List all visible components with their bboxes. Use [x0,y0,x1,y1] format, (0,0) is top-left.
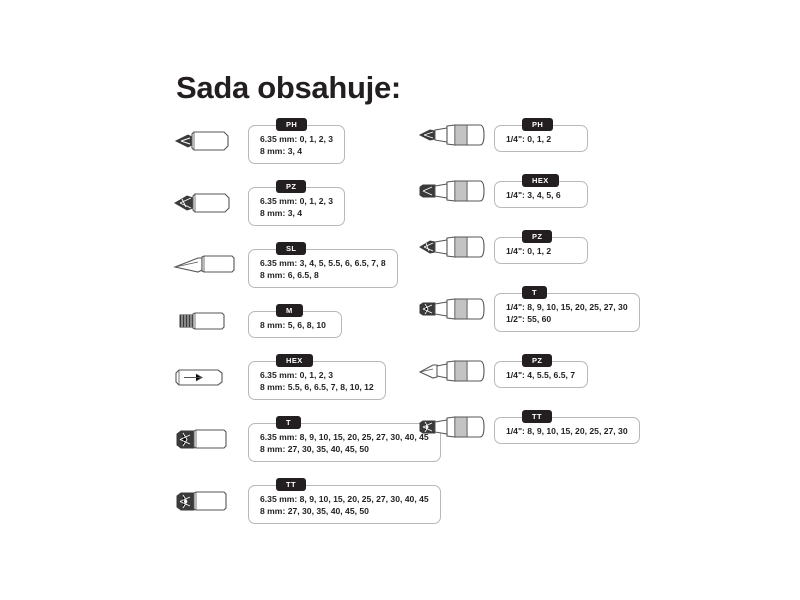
spec-box-wrapper: PZ 1/4": 4, 5.5, 6.5, 7 [494,354,588,388]
spec-line: 8 mm: 3, 4 [260,208,303,218]
status-badge: TT [276,478,306,491]
torx-socket-bit-icon [418,292,490,326]
spec-line: 6.35 mm: 0, 1, 2, 3 [260,196,334,206]
status-badge: HEX [276,354,313,367]
spec-line: 8 mm: 5.5, 6, 6.5, 7, 8, 10, 12 [260,382,374,392]
torx-tamper-bit-icon [172,484,244,518]
spec-line: 1/4": 8, 9, 10, 15, 20, 25, 27, 30 [506,302,628,312]
spec-line: 8 mm: 27, 30, 35, 40, 45, 50 [260,506,369,516]
page-title: Sada obsahuje: [176,70,401,105]
status-badge: HEX [522,174,559,187]
status-badge: M [276,304,303,317]
spec-box-wrapper: SL 6.35 mm: 3, 4, 5, 5.5, 6, 6.5, 7, 8 8… [248,242,398,288]
spec-box: 1/4": 8, 9, 10, 15, 20, 25, 27, 30 [494,417,640,444]
status-badge: PH [522,118,554,131]
spec-box-wrapper: TT 6.35 mm: 8, 9, 10, 15, 20, 25, 27, 30… [248,478,441,524]
pozidriv-socket-bit-icon [418,230,490,264]
spec-box: 1/4": 0, 1, 2 [494,237,588,264]
status-badge: PZ [276,180,307,193]
spec-box: 6.35 mm: 0, 1, 2, 3 8 mm: 3, 4 [248,125,346,164]
status-badge: T [522,286,547,299]
spec-box: 6.35 mm: 3, 4, 5, 5.5, 6, 6.5, 7, 8 8 mm… [248,249,398,288]
spec-box-wrapper: T 1/4": 8, 9, 10, 15, 20, 25, 27, 30 1/2… [494,286,640,332]
spec-box-wrapper: PH 6.35 mm: 0, 1, 2, 3 8 mm: 3, 4 [248,118,346,164]
spec-line: 8 mm: 3, 4 [260,146,303,156]
list-item: PH 1/4": 0, 1, 2 [418,118,668,152]
status-badge: PZ [522,230,553,243]
spec-box-wrapper: HEX 1/4": 3, 4, 5, 6 [494,174,588,208]
hex-bit-icon [172,360,244,394]
list-item: PZ 1/4": 0, 1, 2 [418,230,668,264]
spec-line: 1/4": 3, 4, 5, 6 [506,190,561,200]
spec-box-wrapper: T 6.35 mm: 8, 9, 10, 15, 20, 25, 27, 30,… [248,416,441,462]
pozidriv-bit-icon [172,186,244,220]
list-item: M 8 mm: 5, 6, 8, 10 [172,304,402,338]
list-item: HEX 6.35 mm: 0, 1, 2, 3 8 mm: 5.5, 6, 6.… [172,354,402,400]
spec-box-wrapper: PH 1/4": 0, 1, 2 [494,118,588,152]
spec-line: 1/4": 0, 1, 2 [506,246,552,256]
list-item: HEX 1/4": 3, 4, 5, 6 [418,174,668,208]
spec-box: 1/4": 8, 9, 10, 15, 20, 25, 27, 30 1/2":… [494,293,640,332]
spec-line: 8 mm: 27, 30, 35, 40, 45, 50 [260,444,369,454]
list-item: PZ 1/4": 4, 5.5, 6.5, 7 [418,354,668,388]
slotted-bit-icon [172,248,244,282]
status-badge: PH [276,118,308,131]
spec-line: 6.35 mm: 0, 1, 2, 3 [260,370,334,380]
spec-line: 1/2": 55, 60 [506,314,552,324]
status-badge: TT [522,410,552,423]
spec-box-wrapper: HEX 6.35 mm: 0, 1, 2, 3 8 mm: 5.5, 6, 6.… [248,354,386,400]
hex-socket-bit-icon [418,174,490,208]
spec-line: 6.35 mm: 0, 1, 2, 3 [260,134,334,144]
spec-box: 6.35 mm: 8, 9, 10, 15, 20, 25, 27, 30, 4… [248,423,441,462]
spec-box: 6.35 mm: 8, 9, 10, 15, 20, 25, 27, 30, 4… [248,485,441,524]
spec-line: 8 mm: 5, 6, 8, 10 [260,320,326,330]
list-item: TT 6.35 mm: 8, 9, 10, 15, 20, 25, 27, 30… [172,478,441,524]
spec-box-wrapper: M 8 mm: 5, 6, 8, 10 [248,304,342,338]
spec-line: 8 mm: 6, 6.5, 8 [260,270,319,280]
list-item: TT 1/4": 8, 9, 10, 15, 20, 25, 27, 30 [418,410,668,444]
spec-line: 6.35 mm: 8, 9, 10, 15, 20, 25, 27, 30, 4… [260,494,429,504]
spec-box-wrapper: PZ 1/4": 0, 1, 2 [494,230,588,264]
spline-bit-icon [172,304,244,338]
spec-line: 6.35 mm: 8, 9, 10, 15, 20, 25, 27, 30, 4… [260,432,429,442]
torx-tamper-socket-bit-icon [418,410,490,444]
phillips-socket-bit-icon [418,118,490,152]
spec-box-wrapper: TT 1/4": 8, 9, 10, 15, 20, 25, 27, 30 [494,410,640,444]
list-item: T 6.35 mm: 8, 9, 10, 15, 20, 25, 27, 30,… [172,416,441,462]
slotted-socket-bit-icon [418,354,490,388]
list-item: T 1/4": 8, 9, 10, 15, 20, 25, 27, 30 1/2… [418,286,668,332]
list-item: SL 6.35 mm: 3, 4, 5, 5.5, 6, 6.5, 7, 8 8… [172,242,402,288]
status-badge: PZ [522,354,553,367]
spec-line: 1/4": 0, 1, 2 [506,134,552,144]
spec-line: 1/4": 8, 9, 10, 15, 20, 25, 27, 30 [506,426,628,436]
list-item: PH 6.35 mm: 0, 1, 2, 3 8 mm: 3, 4 [172,118,402,164]
status-badge: T [276,416,301,429]
spec-line: 1/4": 4, 5.5, 6.5, 7 [506,370,576,380]
torx-bit-icon [172,422,244,456]
phillips-bit-icon [172,124,244,158]
spec-box: 6.35 mm: 0, 1, 2, 3 8 mm: 5.5, 6, 6.5, 7… [248,361,386,400]
spec-line: 6.35 mm: 3, 4, 5, 5.5, 6, 6.5, 7, 8 [260,258,386,268]
list-item: PZ 6.35 mm: 0, 1, 2, 3 8 mm: 3, 4 [172,180,402,226]
left-column: PH 6.35 mm: 0, 1, 2, 3 8 mm: 3, 4 [172,118,441,532]
status-badge: SL [276,242,307,255]
spec-box: 6.35 mm: 0, 1, 2, 3 8 mm: 3, 4 [248,187,346,226]
right-column: PH 1/4": 0, 1, 2 [418,118,668,452]
spec-box-wrapper: PZ 6.35 mm: 0, 1, 2, 3 8 mm: 3, 4 [248,180,346,226]
